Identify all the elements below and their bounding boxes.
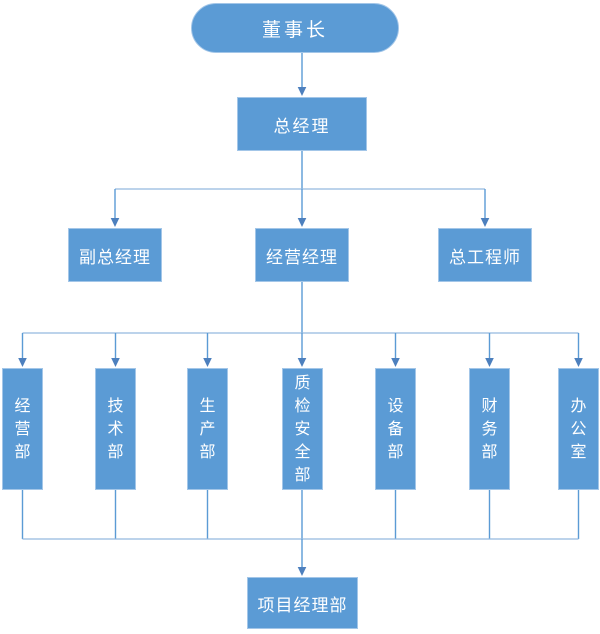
node-dept-equipment: 设 备 部 xyxy=(375,368,416,490)
node-dept-finance: 财 务 部 xyxy=(469,368,510,490)
node-dept-production: 生 产 部 xyxy=(187,368,228,490)
node-project-management-dept-label: 项目经理部 xyxy=(257,595,348,615)
node-chairman: 董事长 xyxy=(191,3,399,53)
node-general-manager-label: 总经理 xyxy=(273,116,331,136)
node-dept-operations: 经 营 部 xyxy=(2,368,43,490)
node-dept-quality-safety-label: 质 检 安 全 部 xyxy=(294,374,311,484)
node-dept-equipment-label: 设 备 部 xyxy=(387,397,404,461)
node-dept-office: 办 公 室 xyxy=(558,368,599,490)
node-dept-technology-label: 技 术 部 xyxy=(107,397,124,461)
node-general-manager: 总经理 xyxy=(237,97,367,151)
node-operations-manager-label: 经营经理 xyxy=(266,247,338,267)
node-dept-production-label: 生 产 部 xyxy=(199,397,216,461)
node-project-management-dept: 项目经理部 xyxy=(247,577,358,629)
node-dept-finance-label: 财 务 部 xyxy=(481,397,498,461)
node-dept-operations-label: 经 营 部 xyxy=(14,397,31,461)
node-dept-technology: 技 术 部 xyxy=(95,368,136,490)
node-deputy-general-manager-label: 副总经理 xyxy=(79,247,151,267)
node-chief-engineer-label: 总工程师 xyxy=(449,247,521,267)
node-deputy-general-manager: 副总经理 xyxy=(68,228,162,282)
node-chairman-label: 董事长 xyxy=(261,19,328,41)
node-operations-manager: 经营经理 xyxy=(255,228,349,282)
node-chief-engineer: 总工程师 xyxy=(438,228,532,282)
node-dept-quality-safety: 质 检 安 全 部 xyxy=(282,368,323,490)
node-dept-office-label: 办 公 室 xyxy=(570,397,587,461)
